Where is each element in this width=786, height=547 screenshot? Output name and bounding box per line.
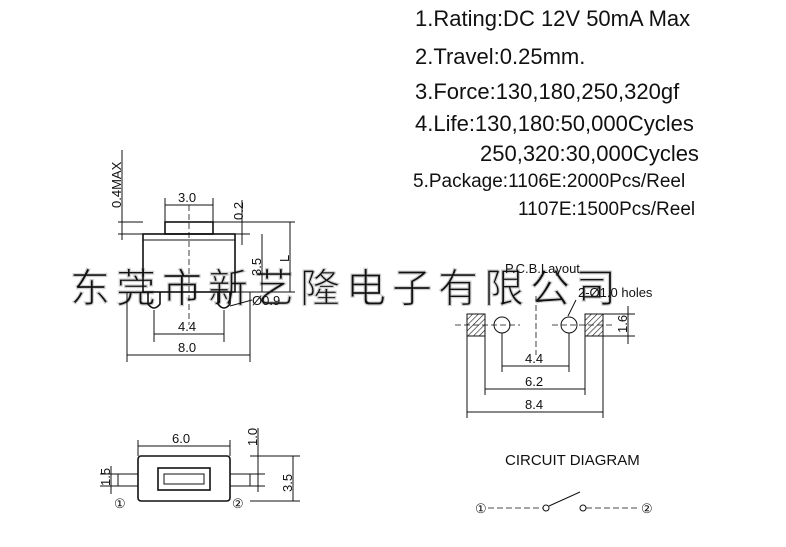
circuit-diagram: CIRCUIT DIAGRAM ① ② xyxy=(475,452,653,516)
bottom-actuator-inner xyxy=(163,473,205,485)
spec-package-1: 5.Package:1106E:2000Pcs/Reel xyxy=(413,171,686,192)
pin2-label: ② xyxy=(232,496,244,511)
dim-16: 1.6 xyxy=(615,315,630,333)
dim-80: 8.0 xyxy=(178,340,196,355)
bottom-view: 6.0 1.0 1.5 3.5 ① ② xyxy=(98,428,300,511)
dim-44: 4.4 xyxy=(178,319,196,334)
spec-package-2: 1107E:1500Pcs/Reel xyxy=(518,199,696,220)
pcb-title: P.C.B.Layout xyxy=(505,261,580,276)
dim-pcb44: 4.4 xyxy=(525,351,543,366)
dim-30: 3.0 xyxy=(178,190,196,205)
circuit-pin1: ① xyxy=(475,501,487,516)
circuit-switch-lever xyxy=(548,491,581,507)
terminal-left xyxy=(117,473,139,487)
dim-60: 6.0 xyxy=(172,431,190,446)
circuit-contact-left xyxy=(542,504,550,512)
dim-35: 3.5 xyxy=(249,258,264,276)
dim-pcb62: 6.2 xyxy=(525,374,543,389)
spec-travel: 2.Travel:0.25mm. xyxy=(415,44,586,69)
pin-right xyxy=(217,292,231,309)
leader-holes xyxy=(567,299,577,317)
spec-force: 3.Force:130,180,250,320gf xyxy=(415,79,680,104)
circuit-title: CIRCUIT DIAGRAM xyxy=(505,452,640,469)
circuit-contact-right xyxy=(579,504,587,512)
dim-35b: 3.5 xyxy=(280,474,295,492)
circuit-pin2: ② xyxy=(641,501,653,516)
pcb-layout: P.C.B.Layout 2-Ø1.0 holes 1.6 4.4 6.2 8. xyxy=(455,261,653,418)
pin-left xyxy=(147,292,161,309)
pcb-holes-label: 2-Ø1.0 holes xyxy=(578,285,653,300)
dim-04max: 0.4MAX xyxy=(109,161,124,208)
bottom-body-outline xyxy=(137,455,231,502)
spec-life-2: 250,320:30,000Cycles xyxy=(480,141,699,166)
terminal-right xyxy=(229,473,251,487)
dim-L: L xyxy=(277,255,292,262)
dim-pcb84: 8.4 xyxy=(525,397,543,412)
spec-life-1: 4.Life:130,180:50,000Cycles xyxy=(415,111,694,136)
dim-hole: Ø0.9 xyxy=(252,293,280,308)
dim-02: 0.2 xyxy=(231,202,246,220)
leader-hole xyxy=(229,299,253,307)
dim-15: 1.5 xyxy=(98,468,113,486)
side-view: 0.4MAX 3.0 0.2 3.5 L Ø0.9 4.4 8.0 xyxy=(109,150,295,362)
spec-rating: 1.Rating:DC 12V 50mA Max xyxy=(415,6,691,31)
dim-10: 1.0 xyxy=(245,428,260,446)
bottom-actuator xyxy=(157,467,211,491)
pin1-label: ① xyxy=(114,496,126,511)
watermark: 东莞市新艺隆电子有限公司 xyxy=(70,267,622,311)
